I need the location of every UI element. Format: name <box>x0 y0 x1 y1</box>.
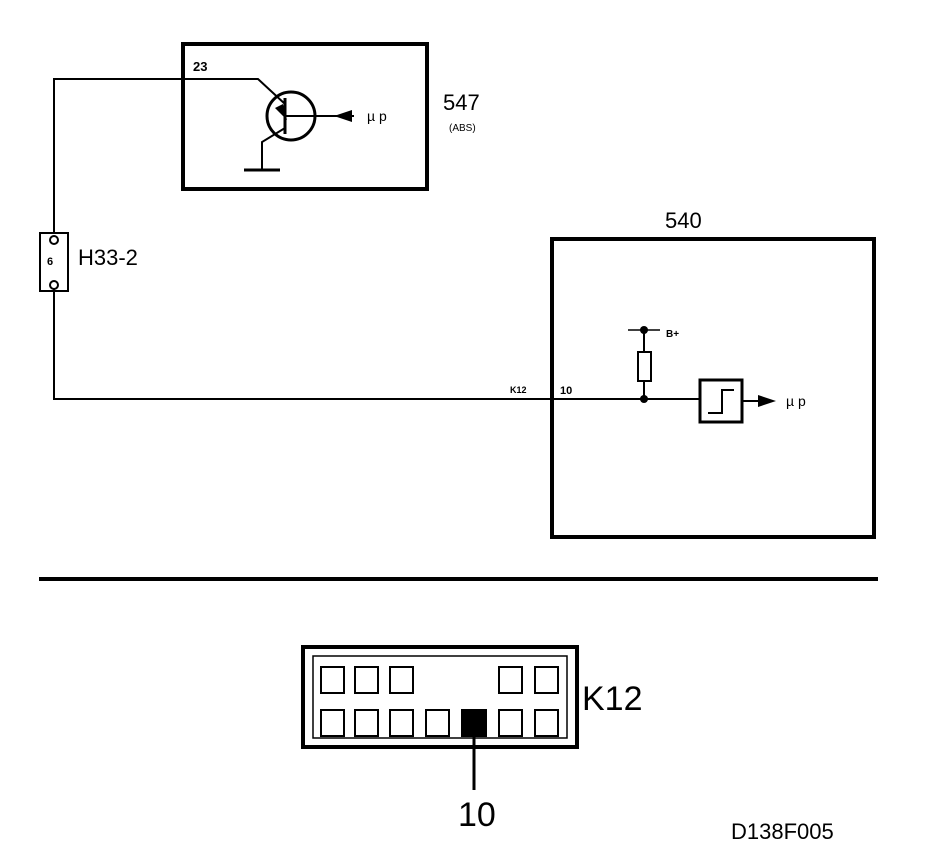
k12-cavity <box>354 709 379 737</box>
k12-connector-face <box>301 645 579 790</box>
supply-label: B+ <box>666 329 679 340</box>
h33-pin-label: 6 <box>47 256 53 268</box>
module-547-box <box>181 42 429 191</box>
k12-cavity <box>389 666 414 694</box>
k12-cavity <box>534 709 559 737</box>
schmitt-trigger-icon <box>698 378 744 424</box>
k12-cavity <box>389 709 414 737</box>
module-547-pin-label: 23 <box>193 59 207 74</box>
k12-cavity <box>534 666 559 694</box>
k12-cavity <box>498 666 523 694</box>
module-540-pin-label: 10 <box>560 385 572 397</box>
k12-cavity <box>320 709 345 737</box>
wire-547-to-h33 <box>53 78 190 236</box>
k12-pin-label: 10 <box>458 796 496 834</box>
drawing-code: D138F005 <box>731 819 834 844</box>
k12-cavity <box>354 666 379 694</box>
signal-input-arrow-icon <box>334 110 354 122</box>
k12-cavity-highlighted <box>461 709 487 737</box>
k12-cavity <box>425 709 450 737</box>
wire-connector-label: K12 <box>510 385 527 395</box>
h33-connector <box>39 232 69 292</box>
pull-up-resistor-icon <box>628 326 660 403</box>
module-540-signal-label: µ p <box>786 393 806 409</box>
module-540-box <box>550 237 876 539</box>
k12-cavity <box>320 666 345 694</box>
wire-h33-to-540 <box>53 289 700 400</box>
k12-cavity <box>498 709 523 737</box>
module-547-label: 547 <box>443 90 480 115</box>
module-547-signal-label: µ p <box>367 108 387 124</box>
module-547-sublabel: (ABS) <box>449 123 476 134</box>
module-540-label: 540 <box>665 208 702 233</box>
signal-output-arrow-icon <box>742 395 776 407</box>
h33-label: H33-2 <box>78 245 138 270</box>
transistor-icon <box>190 78 340 172</box>
k12-label: K12 <box>582 680 643 718</box>
